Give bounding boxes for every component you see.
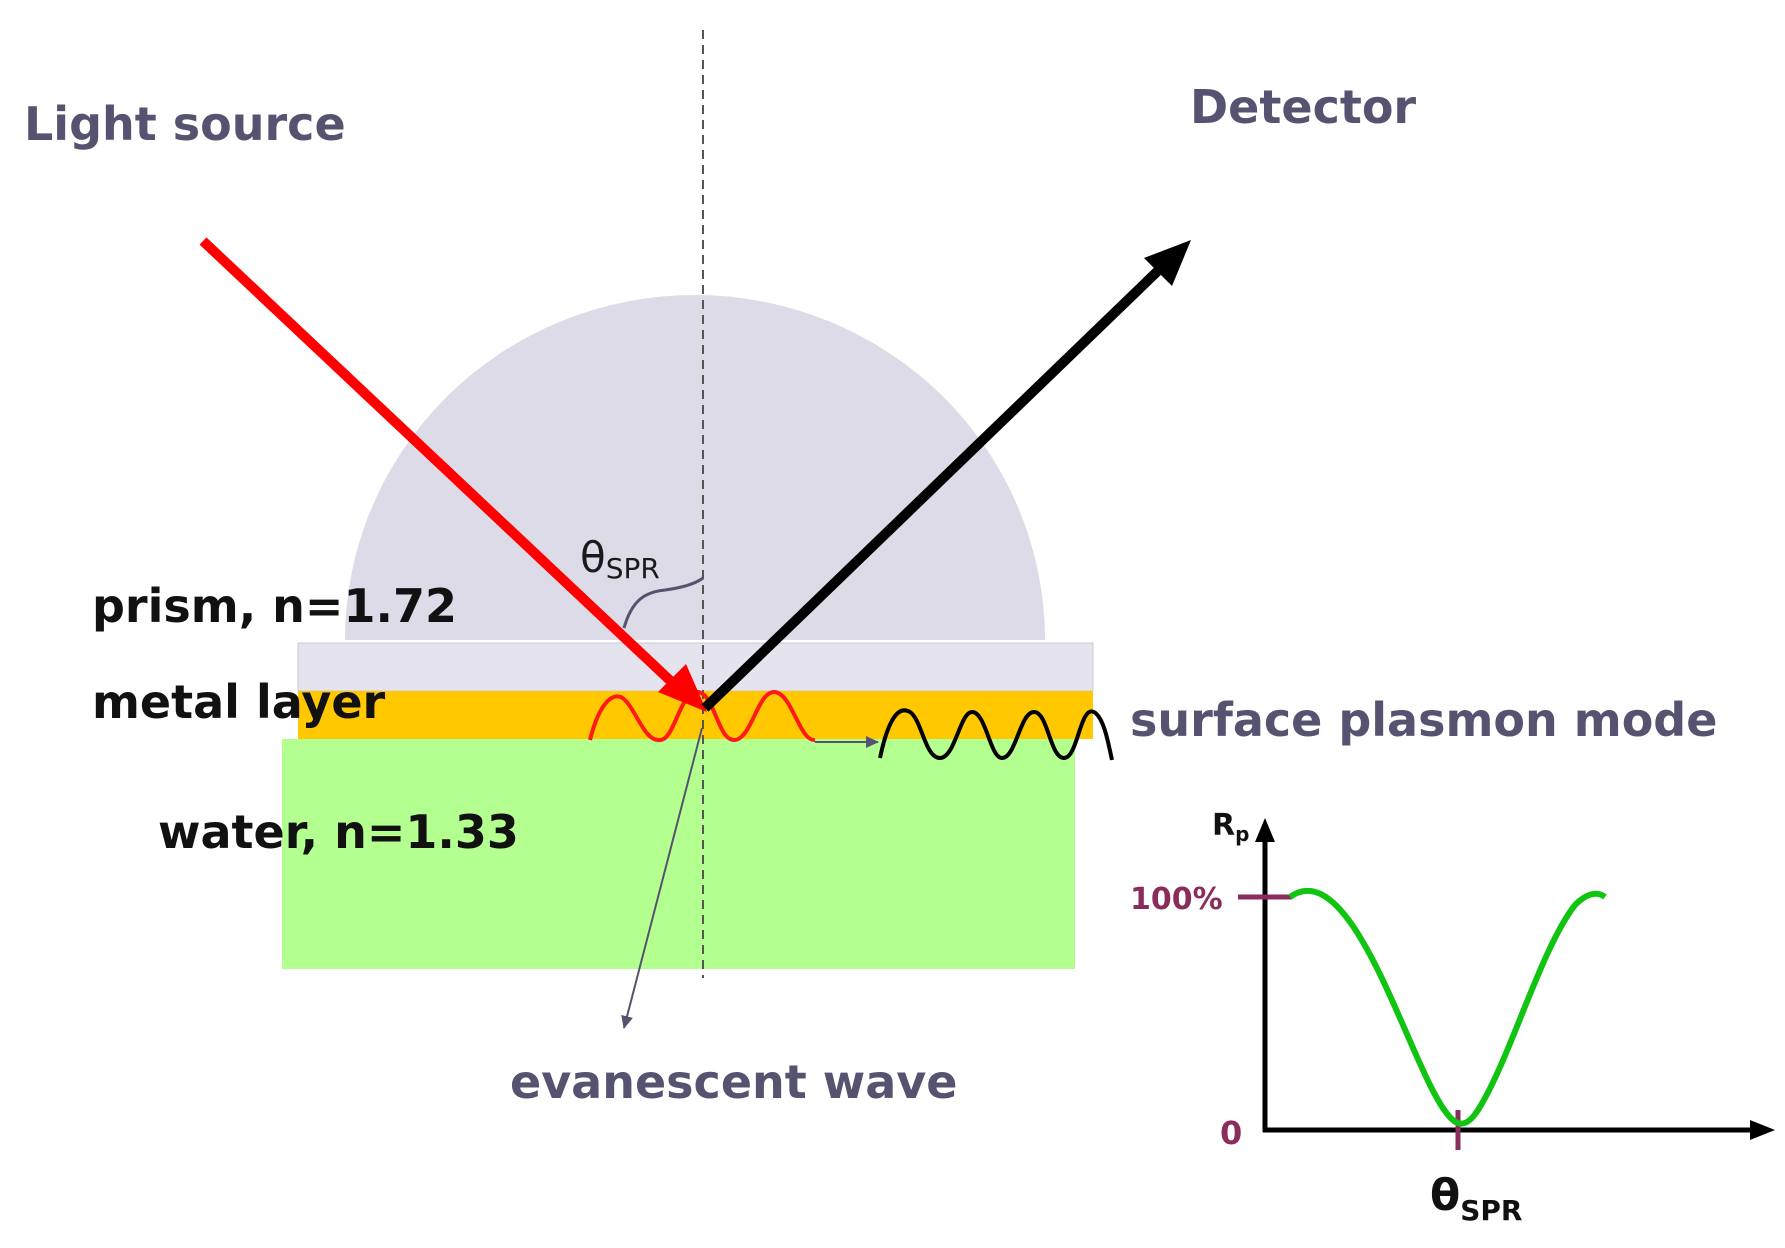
surface-plasmon-mode-label: surface plasmon mode — [1130, 693, 1717, 747]
graph-x-axis-label: θSPR — [1430, 1170, 1522, 1227]
graph-y-tick-0-label: 0 — [1220, 1114, 1242, 1152]
reflectivity-curve — [1288, 887, 1607, 1127]
water-layer — [282, 739, 1075, 969]
graph-y-subscript: p — [1235, 822, 1249, 846]
surface-plasmon-wave — [878, 708, 1114, 761]
incident-ray — [199, 237, 682, 692]
detector-label: Detector — [1190, 80, 1416, 134]
incident-ray-arrowhead — [658, 664, 707, 712]
graph-y-axis-arrowhead — [1255, 818, 1275, 842]
angle-subscript: SPR — [606, 552, 660, 585]
graph-x-symbol: θ — [1430, 1170, 1460, 1221]
graph-y-tick-100-label: 100% — [1130, 882, 1223, 917]
graph-x-axis-arrowhead — [1750, 1120, 1775, 1140]
water-label: water, n=1.33 — [158, 805, 519, 859]
reflectivity-graph: Rp 100% 0 θSPR — [1130, 808, 1775, 1227]
metal-layer-label: metal layer — [92, 675, 386, 729]
reflected-ray — [701, 260, 1169, 712]
angle-arc — [622, 576, 704, 629]
glass-slide — [297, 642, 1094, 692]
graph-x-subscript: SPR — [1460, 1194, 1522, 1227]
evanescent-arrow — [621, 727, 703, 1029]
reflected-ray-arrowhead — [1144, 240, 1191, 286]
angle-label: θSPR — [580, 533, 660, 585]
evanescent-wave-label: evanescent wave — [510, 1055, 958, 1109]
prism-label: prism, n=1.72 — [92, 579, 457, 633]
light-source-label: Light source — [24, 97, 346, 151]
graph-y-symbol: R — [1212, 808, 1235, 843]
angle-symbol: θ — [580, 533, 606, 582]
graph-y-axis-label: Rp — [1212, 808, 1249, 846]
